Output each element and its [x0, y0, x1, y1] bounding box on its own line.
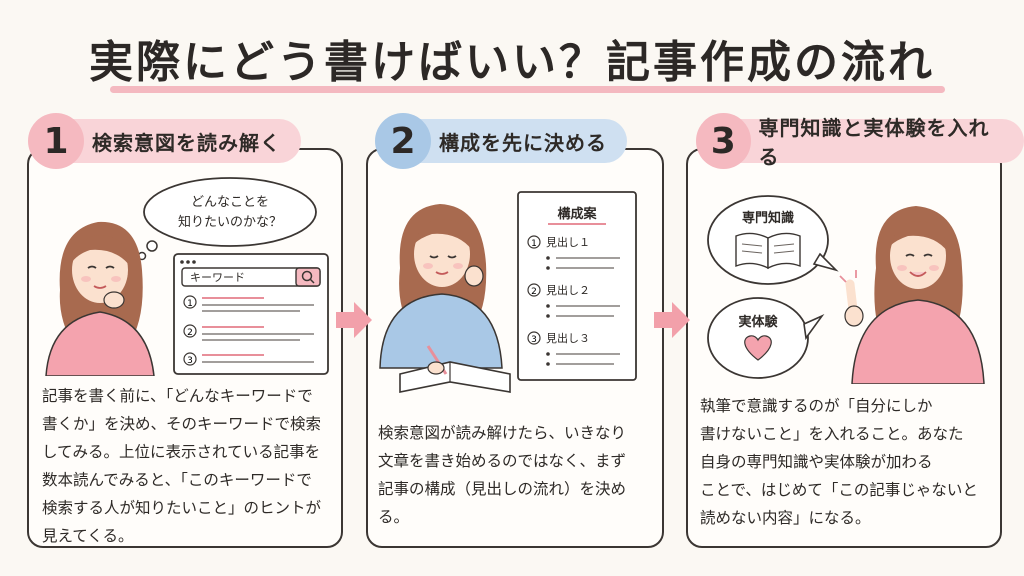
- woman-pointing-figure: [839, 206, 985, 384]
- step-3-illustration: 専門知識 実体験: [707, 195, 985, 384]
- book-icon: [735, 232, 801, 270]
- step-1-label: 検索意図を読み解く: [92, 130, 281, 155]
- step-2-description: 検索意図が読み解けたら、いきなり 文章を書き始めるのではなく、まず 記事の構成（…: [378, 424, 627, 526]
- title-underline: [110, 86, 945, 93]
- outline-item-1: 1 見出し１: [527, 235, 620, 270]
- svg-text:見出し３: 見出し３: [546, 331, 590, 345]
- search-window: キーワード 1 2 3: [173, 253, 329, 375]
- arrow-step2-to-step3: [654, 302, 690, 338]
- step-1-illustration: どんなことを 知りたいのかな？ キーワード 1: [45, 177, 329, 376]
- outline-title: 構成案: [557, 206, 597, 222]
- step-3-label: 専門知識と実体験を入れる: [758, 116, 990, 169]
- step-2-label: 構成を先に決める: [439, 130, 607, 155]
- svg-text:1: 1: [187, 299, 193, 309]
- thought-bubble: どんなことを 知りたいのかな？: [137, 177, 317, 261]
- step-2-illustration: 構成案 1 見出し１ 2 見出し２ 3 見出し３: [379, 191, 637, 393]
- result-3: 3: [183, 352, 314, 366]
- heart-icon: [744, 335, 772, 361]
- experience-bubble: 実体験: [707, 297, 825, 379]
- step-2-number: 2: [375, 113, 431, 169]
- step-3-description: 執筆で意識するのが「自分にしか 書けないこと」を入れること。あなた 自身の専門知…: [700, 397, 978, 527]
- outline-item-2: 2 見出し２: [527, 283, 620, 318]
- result-1: 1: [183, 295, 314, 312]
- step-1-number: 1: [28, 113, 84, 169]
- svg-text:見出し２: 見出し２: [546, 283, 590, 297]
- knowledge-bubble: 専門知識: [707, 195, 839, 285]
- step-1-header: 1 検索意図を読み解く: [28, 113, 301, 169]
- woman-thinking-figure: [45, 221, 155, 376]
- svg-text:2: 2: [187, 328, 193, 338]
- svg-text:3: 3: [187, 356, 193, 366]
- outline-sheet: 構成案 1 見出し１ 2 見出し２ 3 見出し３: [517, 191, 637, 381]
- experience-label: 実体験: [738, 314, 778, 330]
- step-2-header: 2 構成を先に決める: [375, 113, 627, 169]
- result-2: 2: [183, 324, 314, 341]
- arrow-step1-to-step2: [336, 302, 372, 338]
- woman-writing-figure: [379, 204, 503, 369]
- svg-text:1: 1: [531, 239, 537, 249]
- search-keyword: キーワード: [190, 271, 245, 284]
- knowledge-label: 専門知識: [742, 210, 794, 226]
- notebook-icon: [399, 345, 511, 393]
- page-title: 実際にどう書けばいい？記事作成の流れ: [89, 37, 935, 88]
- thought-text-line2: 知りたいのかな？: [178, 214, 282, 230]
- step-3-number: 3: [696, 113, 751, 169]
- thought-text-line1: どんなことを: [191, 195, 269, 210]
- svg-text:見出し１: 見出し１: [546, 235, 590, 249]
- step-1-description: 記事を書く前に、「どんなキーワードで 書くか」を決め、そのキーワードで検索 して…: [42, 387, 322, 545]
- svg-text:2: 2: [531, 287, 537, 297]
- outline-item-3: 3 見出し３: [527, 331, 620, 366]
- search-icon: [301, 270, 313, 282]
- step-3-header: 3 専門知識と実体験を入れる: [696, 113, 1024, 169]
- svg-text:3: 3: [531, 335, 537, 345]
